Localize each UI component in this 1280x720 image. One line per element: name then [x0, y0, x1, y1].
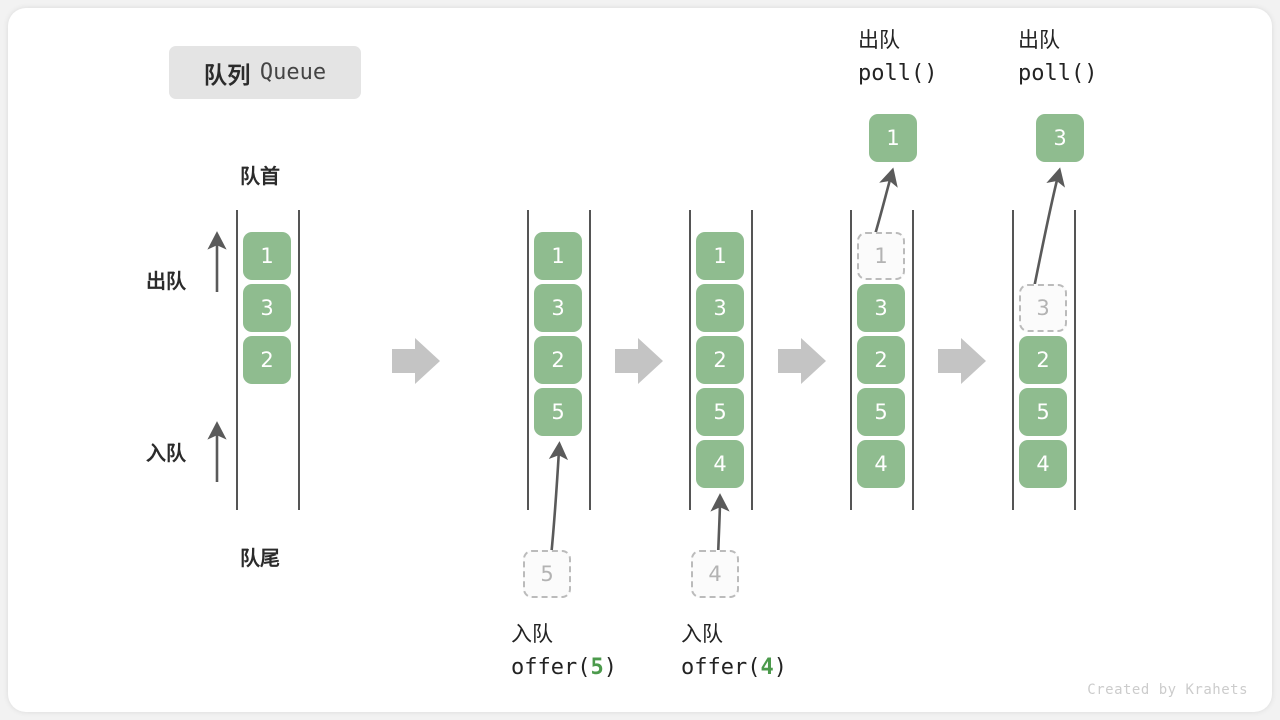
- queue-cell: 3: [857, 284, 905, 332]
- queue-cell: 3: [696, 284, 744, 332]
- rail-right: [751, 210, 753, 510]
- queue-cell: 2: [243, 336, 291, 384]
- queue-cell-ghost: 1: [857, 232, 905, 280]
- rail-right: [298, 210, 300, 510]
- rail-right: [589, 210, 591, 510]
- queue-cell: 3: [243, 284, 291, 332]
- operation-code: poll(): [1018, 61, 1098, 86]
- queue-cell: 3: [534, 284, 582, 332]
- queue-tail-label: 队尾: [240, 548, 280, 570]
- rail-left: [689, 210, 691, 510]
- poll-1-operation-label: 出队 poll(): [858, 24, 978, 90]
- title-en: Queue: [259, 60, 327, 85]
- rail-left: [850, 210, 852, 510]
- diagram-card: [8, 8, 1272, 712]
- offer-4-operation-label: 入队 offer(4): [681, 618, 801, 684]
- operation-cn: 入队: [681, 623, 723, 646]
- queue-cell: 2: [534, 336, 582, 384]
- operation-code: offer(4): [681, 655, 787, 680]
- rail-left: [1012, 210, 1014, 510]
- queue-cell: 2: [1019, 336, 1067, 384]
- queue-cell: 5: [1019, 388, 1067, 436]
- dequeue-label: 出队: [146, 271, 186, 293]
- queue-cell: 5: [534, 388, 582, 436]
- rail-right: [912, 210, 914, 510]
- queue-cell: 5: [857, 388, 905, 436]
- rail-right: [1074, 210, 1076, 510]
- queue-cell: 2: [696, 336, 744, 384]
- poll-3-operation-label: 出队 poll(): [1018, 24, 1138, 90]
- title-badge: 队列 Queue: [169, 46, 361, 99]
- operation-code: offer(5): [511, 655, 617, 680]
- queue-cell: 1: [534, 232, 582, 280]
- title-cn: 队列: [203, 61, 251, 88]
- queue-cell-ghost: 3: [1019, 284, 1067, 332]
- rail-left: [527, 210, 529, 510]
- queue-cell: 4: [696, 440, 744, 488]
- queue-cell: 1: [243, 232, 291, 280]
- incoming-ghost-cell: 4: [691, 550, 739, 598]
- offer-5-operation-label: 入队 offer(5): [511, 618, 631, 684]
- queue-cell: 4: [857, 440, 905, 488]
- watermark: Created by Krahets: [1087, 682, 1248, 698]
- operation-cn: 出队: [858, 29, 900, 52]
- operation-cn: 入队: [511, 623, 553, 646]
- queue-head-label: 队首: [240, 166, 280, 188]
- operation-code: poll(): [858, 61, 938, 86]
- queue-cell: 1: [696, 232, 744, 280]
- outgoing-cell: 3: [1036, 114, 1084, 162]
- operation-cn: 出队: [1018, 29, 1060, 52]
- queue-cell: 4: [1019, 440, 1067, 488]
- incoming-ghost-cell: 5: [523, 550, 571, 598]
- queue-cell: 2: [857, 336, 905, 384]
- outgoing-cell: 1: [869, 114, 917, 162]
- enqueue-label: 入队: [146, 443, 186, 465]
- queue-cell: 5: [696, 388, 744, 436]
- rail-left: [236, 210, 238, 510]
